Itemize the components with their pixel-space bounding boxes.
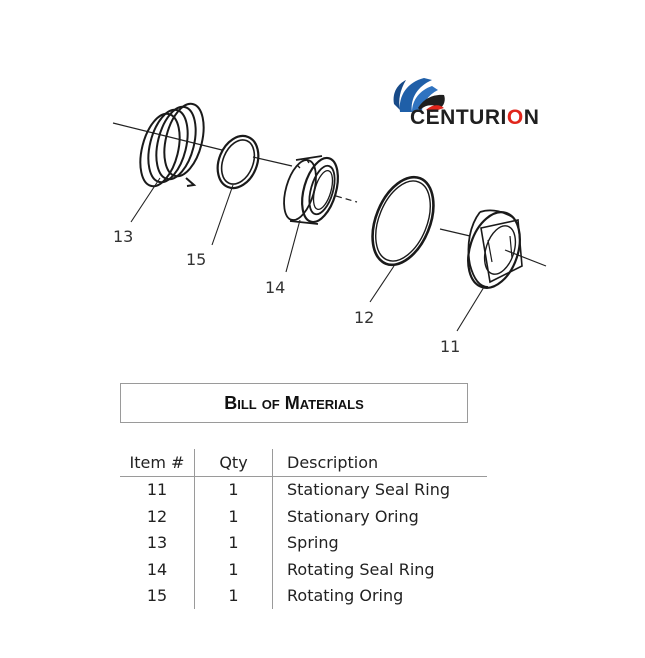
- rotating-seal-ring-part: [283, 155, 339, 225]
- logo-text-part-2: N: [523, 106, 540, 129]
- part-label-15: 15: [186, 250, 206, 269]
- leader-lines: [130, 177, 485, 332]
- cell-item-number: 13: [146, 533, 168, 553]
- centurion-helmet-logo-icon: [393, 78, 445, 112]
- cell-qty: 1: [194, 503, 273, 530]
- table-row: 11 1 Stationary Seal Ring: [120, 476, 487, 503]
- table-row: 14 1 Rotating Seal Ring: [120, 556, 487, 583]
- cell-description: Rotating Seal Ring: [272, 556, 487, 583]
- logo-text-highlight: O: [506, 106, 524, 129]
- part-label-14: 14: [265, 278, 285, 297]
- exploded-view-diagram: 13 15 14 12 11: [112, 78, 547, 356]
- centurion-logo-wordmark: CENTURION: [410, 106, 539, 130]
- part-label-11: 11: [440, 337, 460, 356]
- part-label-13: 13: [113, 227, 133, 246]
- bom-title-box: Bill of Materials: [120, 383, 468, 423]
- header-qty: Qty: [194, 449, 273, 477]
- cell-qty: 1: [194, 556, 273, 583]
- logo-text-part-1: CENTURI: [410, 106, 507, 129]
- stationary-oring-part: [371, 175, 435, 267]
- cell-qty: 1: [194, 529, 273, 556]
- header-description: Description: [272, 449, 487, 477]
- cell-description: Spring: [272, 529, 487, 556]
- spring-part: [139, 102, 205, 188]
- bom-header-row: Item # Qty Description: [120, 449, 487, 477]
- bom-title: Bill of Materials: [224, 392, 364, 413]
- cell-item-number: 12: [146, 506, 168, 526]
- cell-qty: 1: [194, 582, 273, 609]
- part-label-12: 12: [354, 308, 374, 327]
- rotating-oring-part: [216, 134, 260, 190]
- cell-description: Stationary Oring: [272, 503, 487, 530]
- cell-item-number: 14: [146, 559, 168, 579]
- cell-qty: 1: [194, 476, 273, 503]
- cell-item-number: 11: [146, 480, 168, 500]
- cell-description: Stationary Seal Ring: [272, 476, 487, 503]
- center-axis: [112, 122, 547, 267]
- cell-description: Rotating Oring: [272, 582, 487, 609]
- table-row: 15 1 Rotating Oring: [120, 582, 487, 609]
- bom-table: Item # Qty Description 11 1 Stationary S…: [120, 449, 487, 609]
- table-row: 13 1 Spring: [120, 529, 487, 556]
- stationary-seal-ring-part: [467, 209, 523, 289]
- header-item-number: Item #: [120, 449, 195, 477]
- cell-item-number: 15: [146, 586, 168, 606]
- table-row: 12 1 Stationary Oring: [120, 503, 487, 530]
